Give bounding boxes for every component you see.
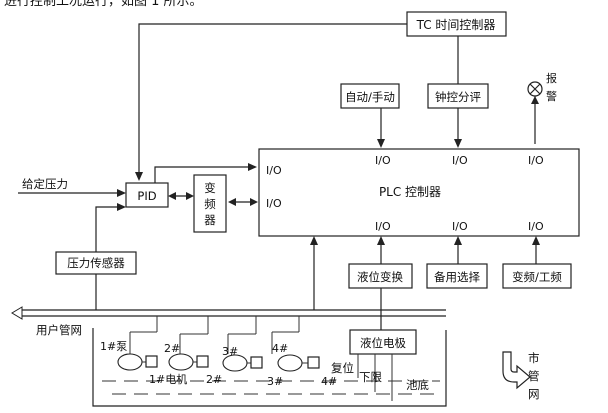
- motor-2-label: 2#: [206, 373, 222, 386]
- setpoint-pressure-label: 给定压力: [22, 177, 68, 191]
- tc-controller-label: TC 时间控制器: [416, 18, 496, 32]
- motor-1-label: 1#电机: [149, 372, 187, 386]
- pump-1-label: 1#泵: [100, 340, 127, 353]
- auto-manual-box: [340, 83, 400, 109]
- pump-risers: [156, 316, 300, 334]
- pool-outline: [92, 328, 447, 407]
- arrow-level-plc: [377, 236, 385, 245]
- arrow-vfd-left: [228, 198, 236, 206]
- top-caption: 进行控制工况运行，如图 1 所示。: [4, 0, 203, 9]
- plc-io-top-3: I/O: [528, 154, 544, 167]
- plc-io-left-bottom: I/O: [266, 197, 282, 210]
- pump-4-icon: [277, 354, 303, 372]
- pump-1-icon: [117, 353, 143, 371]
- arrow-freq-plc: [532, 236, 540, 245]
- plc-io-top-1: I/O: [375, 154, 391, 167]
- pressure-sensor-label: 压力传感器: [67, 256, 125, 270]
- plc-io-bottom-1: I/O: [375, 220, 391, 233]
- city-label-2: 管: [528, 369, 540, 383]
- pump-3-label: 3#: [222, 345, 238, 358]
- pump-cross-pipes: [130, 331, 299, 335]
- plc-io-left-top: I/O: [266, 164, 282, 177]
- alarm-lamp-cross: [529, 83, 541, 95]
- arrow-setpoint: [117, 189, 126, 197]
- arrow-clock: [454, 139, 462, 148]
- pump-2-icon: [168, 353, 194, 371]
- level-lower-label: 下限: [359, 370, 382, 384]
- city-label-1: 市: [528, 351, 540, 365]
- auto-manual-label: 自动/手动: [345, 90, 395, 104]
- alarm-label-bottom: 警: [546, 89, 557, 103]
- plc-controller-box: [258, 148, 580, 237]
- motor-4-label: 4#: [321, 375, 337, 388]
- arrow-backup-plc: [454, 236, 462, 245]
- level-electrode-label: 液位电极: [360, 336, 406, 350]
- backup-select-box: [426, 263, 488, 289]
- plc-io-bottom-3: I/O: [528, 220, 544, 233]
- arrow-tc-pid: [135, 172, 143, 181]
- pump-4-label: 4#: [272, 342, 288, 355]
- motor-4-icon: [307, 356, 320, 369]
- electrode-rods: [357, 354, 393, 401]
- arrow-pid-plc: [248, 163, 257, 171]
- user-pipe-label: 用户管网: [36, 323, 82, 337]
- level-transform-label: 液位变换: [357, 270, 403, 284]
- pid-label: PID: [137, 189, 156, 203]
- arrow-plc-feed: [310, 236, 318, 245]
- motor-3-icon: [250, 356, 263, 369]
- plc-io-top-2: I/O: [452, 154, 468, 167]
- vfd-label-2: 频: [204, 197, 216, 211]
- arrow-pid-right: [186, 192, 194, 200]
- freq-switch-label: 变频/工频: [512, 270, 562, 284]
- plc-io-bottom-2: I/O: [452, 220, 468, 233]
- motor-1-icon: [145, 355, 158, 368]
- level-transform-box: [348, 263, 413, 289]
- vfd-label-3: 器: [204, 213, 216, 227]
- arrow-pid-left: [168, 192, 176, 200]
- motor-2-icon: [196, 355, 209, 368]
- city-label-3: 网: [528, 387, 540, 401]
- pid-box: [125, 182, 169, 208]
- alarm-label-top: 报: [546, 71, 557, 85]
- motor-3-label: 3#: [267, 375, 283, 388]
- freq-switch-box: [502, 263, 572, 289]
- pid-to-plc-line: [154, 166, 252, 183]
- tc-to-pid-line: [138, 23, 407, 177]
- pump-drops: [129, 332, 273, 354]
- sensor-to-pid-line: [95, 206, 122, 252]
- arrow-sensor-pid: [117, 203, 126, 211]
- level-reset-label: 复位: [331, 361, 354, 375]
- arrow-auto: [377, 139, 385, 148]
- arrow-alarm: [531, 96, 539, 104]
- level-electrode-box: [349, 329, 417, 355]
- arrow-vfd-right: [250, 198, 258, 206]
- city-pipe-arrow-icon: [502, 351, 531, 390]
- vfd-label-1: 变: [204, 181, 216, 195]
- level-bottom-label: 池底: [406, 378, 429, 392]
- plc-controller-label: PLC 控制器: [379, 185, 441, 199]
- vfd-box: [193, 174, 227, 233]
- user-pipe-arrow: [11, 306, 23, 320]
- pump-2-label: 2#: [164, 342, 180, 355]
- clock-control-label: 钟控分评: [435, 90, 481, 104]
- backup-select-label: 备用选择: [434, 270, 480, 284]
- clock-control-box: [427, 83, 489, 109]
